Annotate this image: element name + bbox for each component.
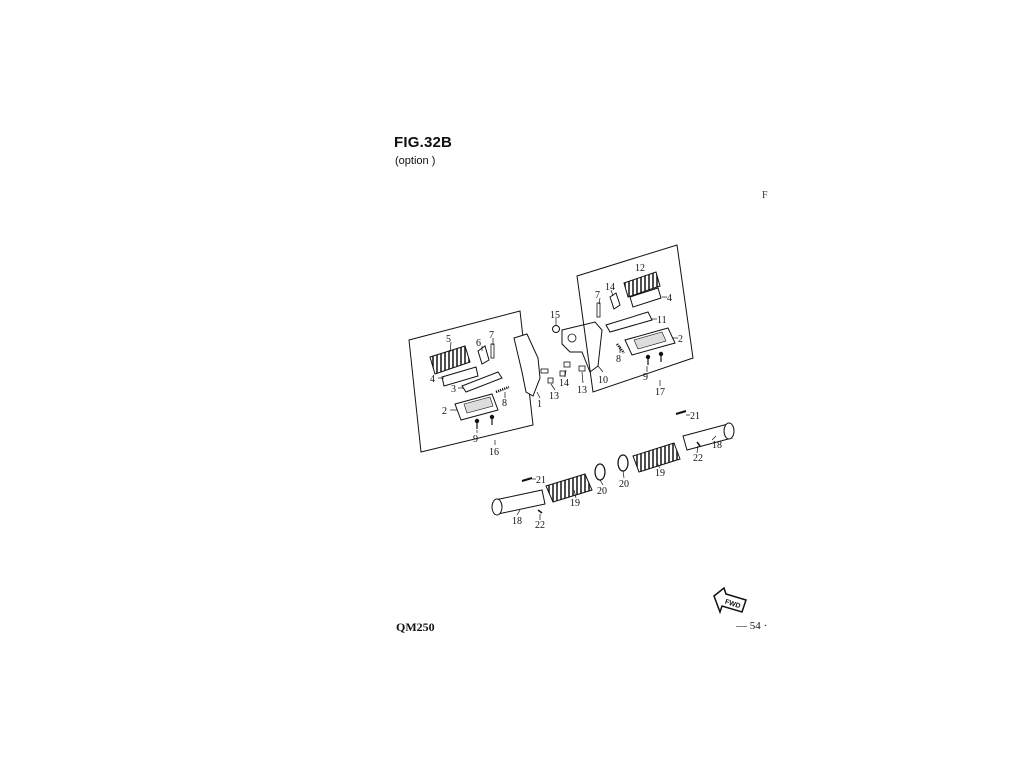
center-bracket-hole [567, 333, 577, 343]
label-part-6: 6 [476, 338, 481, 349]
clevis-pins [521, 410, 687, 482]
label-part-20: 20 [619, 479, 629, 490]
left-footpeg-body [441, 366, 479, 387]
label-part-7: 7 [489, 330, 494, 341]
label-part-8: 8 [616, 354, 621, 365]
label-part-16: 16 [489, 447, 499, 458]
left-pin [490, 343, 495, 359]
left-footpeg-rubber [429, 345, 471, 375]
label-part-14: 14 [605, 282, 615, 293]
label-part-20: 20 [597, 486, 607, 497]
label-part-22: 22 [535, 520, 545, 531]
center-nut [552, 325, 560, 333]
center-bolts [540, 361, 586, 384]
right-spring [616, 343, 625, 354]
label-part-17: 17 [655, 387, 665, 398]
left-bracket-arm [461, 371, 503, 393]
left-bolts [474, 414, 495, 429]
figure-title: FIG.32B [394, 134, 453, 151]
label-part-2: 2 [442, 406, 447, 417]
cotter-pins [537, 441, 701, 514]
label-part-12: 12 [635, 263, 645, 274]
washer-left [594, 463, 606, 481]
label-part-9: 9 [643, 372, 648, 383]
left-footrest-pad [463, 396, 494, 414]
edge-mark: F [762, 190, 768, 201]
page-number: — 54 · [736, 620, 768, 632]
label-part-18: 18 [712, 440, 722, 451]
label-part-10: 10 [598, 375, 608, 386]
right-bolts [645, 351, 664, 365]
right-group-frame [576, 244, 694, 393]
washer-right [617, 454, 629, 472]
fwd-arrow-icon: FWD [713, 586, 747, 615]
label-part-22: 22 [693, 453, 703, 464]
right-footpeg-rubber [623, 271, 661, 298]
lower-left-bar [491, 489, 546, 516]
label-part-19: 19 [655, 468, 665, 479]
label-part-4: 4 [667, 293, 672, 304]
label-part-15: 15 [550, 310, 560, 321]
right-footpeg-arm [605, 311, 653, 333]
fwd-arrow-label: FWD [724, 599, 741, 611]
right-footpeg-body [629, 287, 662, 308]
center-left-bracket [513, 333, 541, 397]
label-part-21: 21 [536, 475, 546, 486]
label-part-9: 9 [473, 434, 478, 445]
label-part-1: 1 [537, 399, 542, 410]
lower-left-grip [545, 473, 593, 503]
label-part-11: 11 [657, 315, 667, 326]
label-part-13: 13 [577, 385, 587, 396]
label-part-7: 7 [595, 290, 600, 301]
left-group-frame [408, 310, 534, 453]
label-part-8: 8 [502, 398, 507, 409]
label-part-18: 18 [512, 516, 522, 527]
label-part-13: 13 [549, 391, 559, 402]
label-part-19: 19 [570, 498, 580, 509]
figure-subtitle: (option ) [395, 155, 436, 167]
label-part-2: 2 [678, 334, 683, 345]
lower-right-bar [682, 422, 735, 451]
left-small-plate [477, 345, 490, 365]
left-spring [495, 385, 510, 394]
label-part-21: 21 [690, 411, 700, 422]
label-part-5: 5 [446, 334, 451, 345]
lower-right-grip [632, 442, 681, 473]
label-part-3: 3 [451, 384, 456, 395]
label-part-4: 4 [430, 374, 435, 385]
leader-lines [438, 289, 717, 520]
model-name: QM250 [396, 620, 435, 634]
right-pin [596, 302, 601, 318]
right-small-plate [609, 292, 621, 310]
right-footrest-pad [633, 331, 667, 350]
label-part-14: 14 [559, 378, 569, 389]
